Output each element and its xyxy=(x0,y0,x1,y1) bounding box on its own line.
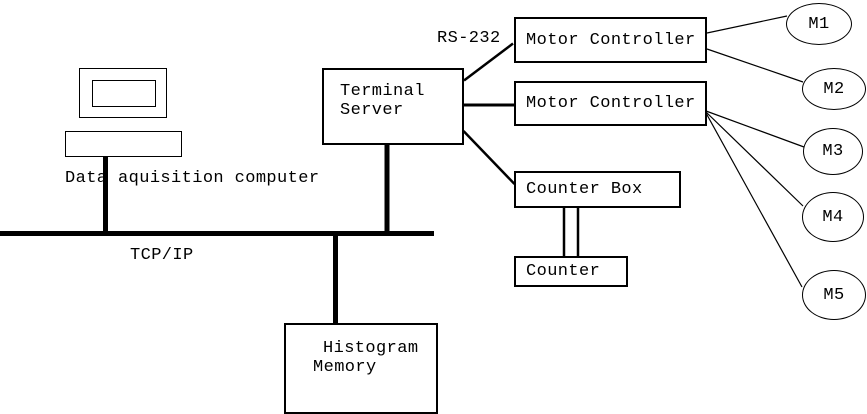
ts-to-counter-box-line xyxy=(462,130,516,185)
terminal-server-box: Terminal Server xyxy=(322,68,464,145)
motor-m2-label: M2 xyxy=(823,79,845,99)
motor-m1-ellipse: M1 xyxy=(786,3,852,45)
counter-box-box: Counter Box xyxy=(514,171,681,208)
motor-m5-ellipse: M5 xyxy=(802,270,866,320)
counter-box-label: Counter Box xyxy=(526,180,643,199)
motor-controller-1-label: Motor Controller xyxy=(526,30,696,50)
tcpip-label: TCP/IP xyxy=(130,246,194,265)
motor-m4-ellipse: M4 xyxy=(802,192,864,242)
motor-m2-ellipse: M2 xyxy=(802,68,866,110)
motor-m3-label: M3 xyxy=(822,142,844,161)
motor-controller-1-box: Motor Controller xyxy=(514,17,707,63)
motor-m5-label: M5 xyxy=(823,285,845,305)
mc2-to-m4-line xyxy=(705,111,804,207)
histogram-memory-label: Histogram Memory xyxy=(313,339,419,377)
mc1-to-m2-line xyxy=(706,48,804,83)
counter-label: Counter xyxy=(526,262,601,281)
terminal-server-label: Terminal Server xyxy=(340,82,425,120)
mc2-to-m5-line xyxy=(705,112,803,288)
motor-controller-2-label: Motor Controller xyxy=(526,94,696,113)
ts-to-motor-controller-1-line xyxy=(463,42,514,82)
mc1-to-m1-line xyxy=(706,15,788,34)
motor-m1-label: M1 xyxy=(808,14,830,34)
computer-keyboard-icon xyxy=(65,131,182,157)
mc2-to-m3-line xyxy=(705,110,805,148)
motor-controller-2-box: Motor Controller xyxy=(514,81,707,126)
data-acquisition-computer-label: Data aquisition computer xyxy=(65,169,320,188)
computer-screen-icon xyxy=(92,80,156,107)
motor-m3-ellipse: M3 xyxy=(803,128,863,175)
motor-m4-label: M4 xyxy=(822,207,844,227)
counter-box: Counter xyxy=(514,256,628,287)
histogram-memory-box: Histogram Memory xyxy=(284,323,438,414)
rs232-label: RS-232 xyxy=(437,29,501,48)
